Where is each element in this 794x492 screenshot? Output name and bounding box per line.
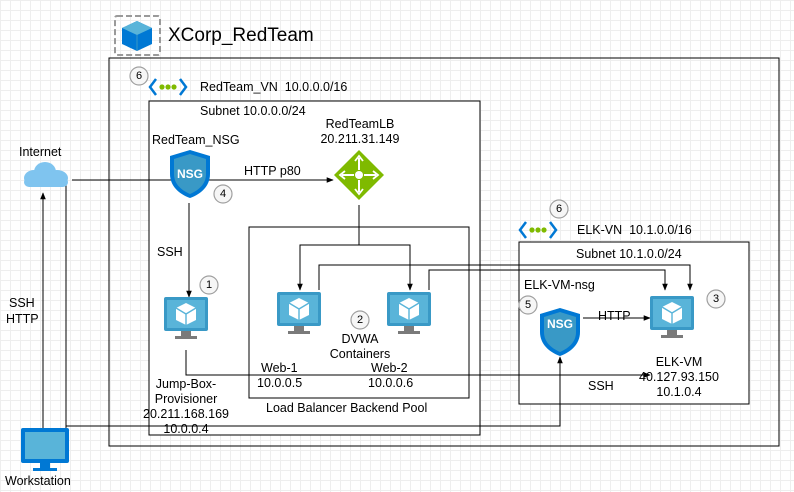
ssh-label: SSH (157, 245, 183, 259)
dvwa-badge: 2 (356, 314, 364, 326)
elk-vnet-name: ELK-VN 10.1.0.0/16 (577, 223, 692, 237)
workstation-label: Workstation (5, 474, 71, 488)
elk-vnet-badge: 6 (555, 203, 563, 215)
page-title: XCorp_RedTeam (168, 25, 314, 46)
jumpbox-public-ip: 20.211.168.169 (143, 407, 229, 421)
connectors (40, 177, 693, 430)
elk-vm-public-ip: 40.127.93.150 (639, 370, 719, 384)
jumpbox-to-elk-ssh-line (185, 350, 651, 378)
ssh-http-line2: HTTP (6, 312, 39, 326)
workstation-icon (21, 428, 69, 471)
web2-to-elk-line (428, 269, 668, 291)
web2-name: Web-2 (371, 361, 408, 375)
http-p80-label: HTTP p80 (244, 164, 301, 178)
nsg-badge: 4 (219, 188, 227, 200)
elk-vm-name: ELK-VM (655, 355, 703, 369)
dvwa-line2: Containers (329, 347, 391, 361)
jumpbox-name-2: Provisioner (154, 392, 218, 406)
workstation-to-elk-nsg-line (66, 356, 563, 427)
ssh-http-line1: SSH (9, 296, 35, 310)
elk-vm-private-ip: 10.1.0.4 (656, 385, 702, 399)
lb-to-web2-line (359, 244, 413, 291)
resource-group-icon (114, 15, 161, 56)
web1-to-elk-line (318, 264, 693, 291)
nsg-icon-text: NSG (176, 167, 203, 181)
nsg-label: RedTeam_NSG (152, 133, 240, 147)
subnet-label: Subnet 10.0.0.0/24 (200, 104, 306, 118)
dvwa-line1: DVWA (341, 332, 379, 346)
elk-subnet-label: Subnet 10.1.0.0/24 (576, 247, 682, 261)
resource-group-box (108, 57, 780, 447)
elk-nsg-label: ELK-VM-nsg (524, 278, 595, 292)
jumpbox-name-1: Jump-Box- (155, 377, 217, 391)
elk-subnet-box (518, 241, 750, 405)
jumpbox-badge: 1 (205, 279, 213, 291)
redteam-vnet-icon (148, 77, 188, 97)
backend-pool-label: Load Balancer Backend Pool (266, 401, 428, 415)
elk-nsg-icon-text: NSG (546, 317, 573, 331)
number-badges (129, 66, 726, 330)
lb-ip: 20.211.31.149 (320, 132, 400, 146)
elk-ssh-label: SSH (588, 379, 614, 393)
vnet-name: RedTeam_VN 10.0.0.0/16 (200, 80, 348, 94)
web1-name: Web-1 (261, 361, 298, 375)
internet-cloud-icon (24, 162, 68, 187)
web1-ip: 10.0.0.5 (257, 376, 303, 390)
jumpbox-private-ip: 10.0.0.4 (163, 422, 209, 436)
elk-vm-badge: 3 (712, 293, 720, 305)
internet-label: Internet (19, 145, 62, 159)
load-balancer-icon (334, 150, 384, 200)
web2-ip: 10.0.0.6 (368, 376, 414, 390)
lb-name: RedTeamLB (325, 117, 395, 131)
elk-http-label: HTTP (598, 309, 631, 323)
elk-vnet-icon (518, 220, 558, 240)
vnet-badge: 6 (135, 70, 143, 82)
elk-nsg-badge: 5 (524, 299, 532, 311)
lb-to-web1-line (297, 205, 360, 291)
